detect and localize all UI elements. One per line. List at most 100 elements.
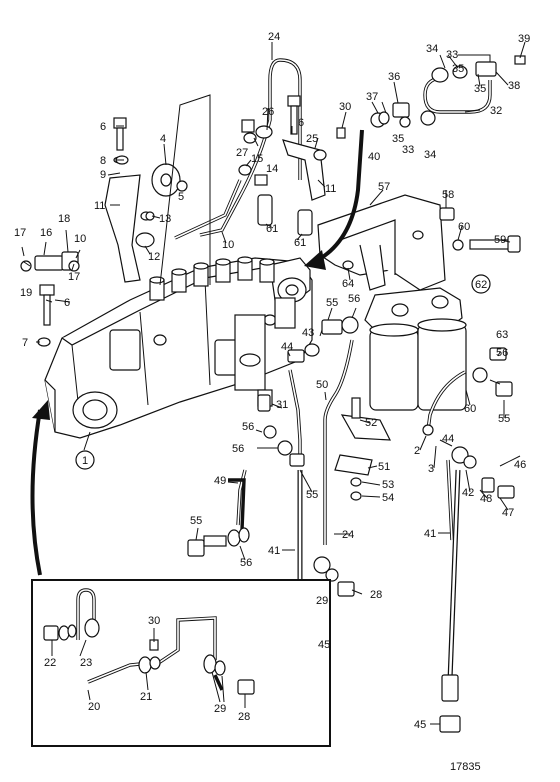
- callout-35-low: 35: [392, 133, 404, 145]
- callout-56-right: 56: [496, 347, 508, 359]
- callout-61-left: 61: [266, 223, 278, 235]
- callout-53: 53: [382, 479, 394, 491]
- callout-14: 14: [266, 163, 278, 175]
- callout-22: 22: [44, 657, 56, 669]
- callout-49: 49: [214, 475, 226, 487]
- detail-inset: [31, 579, 331, 747]
- callout-21: 21: [140, 691, 152, 703]
- callout-47: 47: [502, 507, 514, 519]
- callout-36: 36: [388, 71, 400, 83]
- callout-39: 39: [518, 33, 530, 45]
- callout-55-mid: 55: [306, 489, 318, 501]
- callout-7: 7: [22, 337, 28, 349]
- callout-46: 46: [514, 459, 526, 471]
- callout-37: 37: [366, 91, 378, 103]
- callout-61-right: 61: [294, 237, 306, 249]
- callout-56-upper: 56: [348, 293, 360, 305]
- callout-62-ring: [471, 274, 491, 294]
- drawing-number: 17835: [450, 761, 481, 773]
- callout-41-right: 41: [424, 528, 436, 540]
- callout-38: 38: [508, 80, 520, 92]
- callout-63: 63: [496, 329, 508, 341]
- callout-8: 8: [100, 155, 106, 167]
- callout-59: 59: [494, 234, 506, 246]
- callout-52: 52: [365, 417, 377, 429]
- callout-45-right: 45: [414, 719, 426, 731]
- callout-32: 32: [490, 105, 502, 117]
- callout-9: 9: [100, 169, 106, 181]
- callout-44-right: 44: [442, 433, 454, 445]
- callout-30: 30: [339, 101, 351, 113]
- callout-62: 62: [475, 279, 487, 291]
- callout-4: 4: [160, 133, 166, 145]
- callout-17-low: 17: [68, 271, 80, 283]
- callout-19: 19: [20, 287, 32, 299]
- callout-42: 42: [462, 487, 474, 499]
- callout-35-mid: 35: [474, 83, 486, 95]
- callout-57: 57: [378, 181, 390, 193]
- callout-6-right: 6: [298, 117, 304, 129]
- leader-lines: [21, 41, 526, 725]
- callout-6-top: 6: [100, 121, 106, 133]
- callout-30-inset: 30: [148, 615, 160, 627]
- callout-5: 5: [178, 191, 184, 203]
- callout-26: 26: [262, 106, 274, 118]
- callout-10-left: 10: [74, 233, 86, 245]
- callout-28: 28: [370, 589, 382, 601]
- callout-43: 43: [302, 327, 314, 339]
- callout-11-right: 11: [325, 183, 336, 195]
- callout-29-inset: 29: [214, 703, 226, 715]
- callout-56-bottom: 56: [240, 557, 252, 569]
- callout-64: 64: [342, 278, 354, 290]
- callout-11-left: 11: [94, 200, 105, 212]
- callout-60-low: 60: [464, 403, 476, 415]
- callout-3: 3: [428, 463, 434, 475]
- callout-31: 31: [276, 399, 288, 411]
- fittings: [20, 55, 526, 597]
- callout-15: 15: [251, 153, 263, 165]
- callout-29: 29: [316, 595, 328, 607]
- callout-28-inset: 28: [238, 711, 250, 723]
- injection-pump: [44, 256, 313, 439]
- callout-35-top: 35: [452, 63, 464, 75]
- callout-55-low: 55: [190, 515, 202, 527]
- callout-2: 2: [414, 445, 420, 457]
- callout-12: 12: [148, 251, 160, 263]
- direction-arrows: [30, 129, 364, 576]
- callout-34-top: 34: [426, 43, 438, 55]
- callout-54: 54: [382, 492, 394, 504]
- callout-45-left: 45: [318, 639, 330, 651]
- callout-13: 13: [159, 213, 171, 225]
- callout-55-upper: 55: [326, 297, 338, 309]
- callout-16: 16: [40, 227, 52, 239]
- callout-10-mid: 10: [222, 239, 234, 251]
- callout-55-right: 55: [498, 413, 510, 425]
- callout-44-left: 44: [281, 341, 293, 353]
- callout-18: 18: [58, 213, 70, 225]
- callout-50: 50: [316, 379, 328, 391]
- callout-41-left: 41: [268, 545, 280, 557]
- callout-51: 51: [378, 461, 390, 473]
- callout-60-top: 60: [458, 221, 470, 233]
- callout-24-low: 24: [342, 529, 354, 541]
- callout-23: 23: [80, 657, 92, 669]
- callout-56-low: 56: [232, 443, 244, 455]
- callout-48: 48: [480, 493, 492, 505]
- callout-25: 25: [306, 133, 318, 145]
- callout-34-low: 34: [424, 149, 436, 161]
- callout-labels: 24 39 34 33 35 35 38 32 36 37 30 35 33 3…: [14, 31, 530, 773]
- callout-56-mid: 56: [242, 421, 254, 433]
- callout-1-ring: [75, 450, 95, 470]
- callout-20: 20: [88, 701, 100, 713]
- fuel-pipes: [174, 58, 492, 545]
- callout-17-top: 17: [14, 227, 26, 239]
- callout-40: 40: [368, 151, 380, 163]
- callout-27: 27: [236, 147, 248, 159]
- callout-33-low: 33: [402, 144, 414, 156]
- callout-6-left: 6: [64, 297, 70, 309]
- callout-24-top: 24: [268, 31, 280, 43]
- fuel-filter: [364, 287, 467, 411]
- callout-1: 1: [82, 455, 88, 467]
- callout-58: 58: [442, 189, 454, 201]
